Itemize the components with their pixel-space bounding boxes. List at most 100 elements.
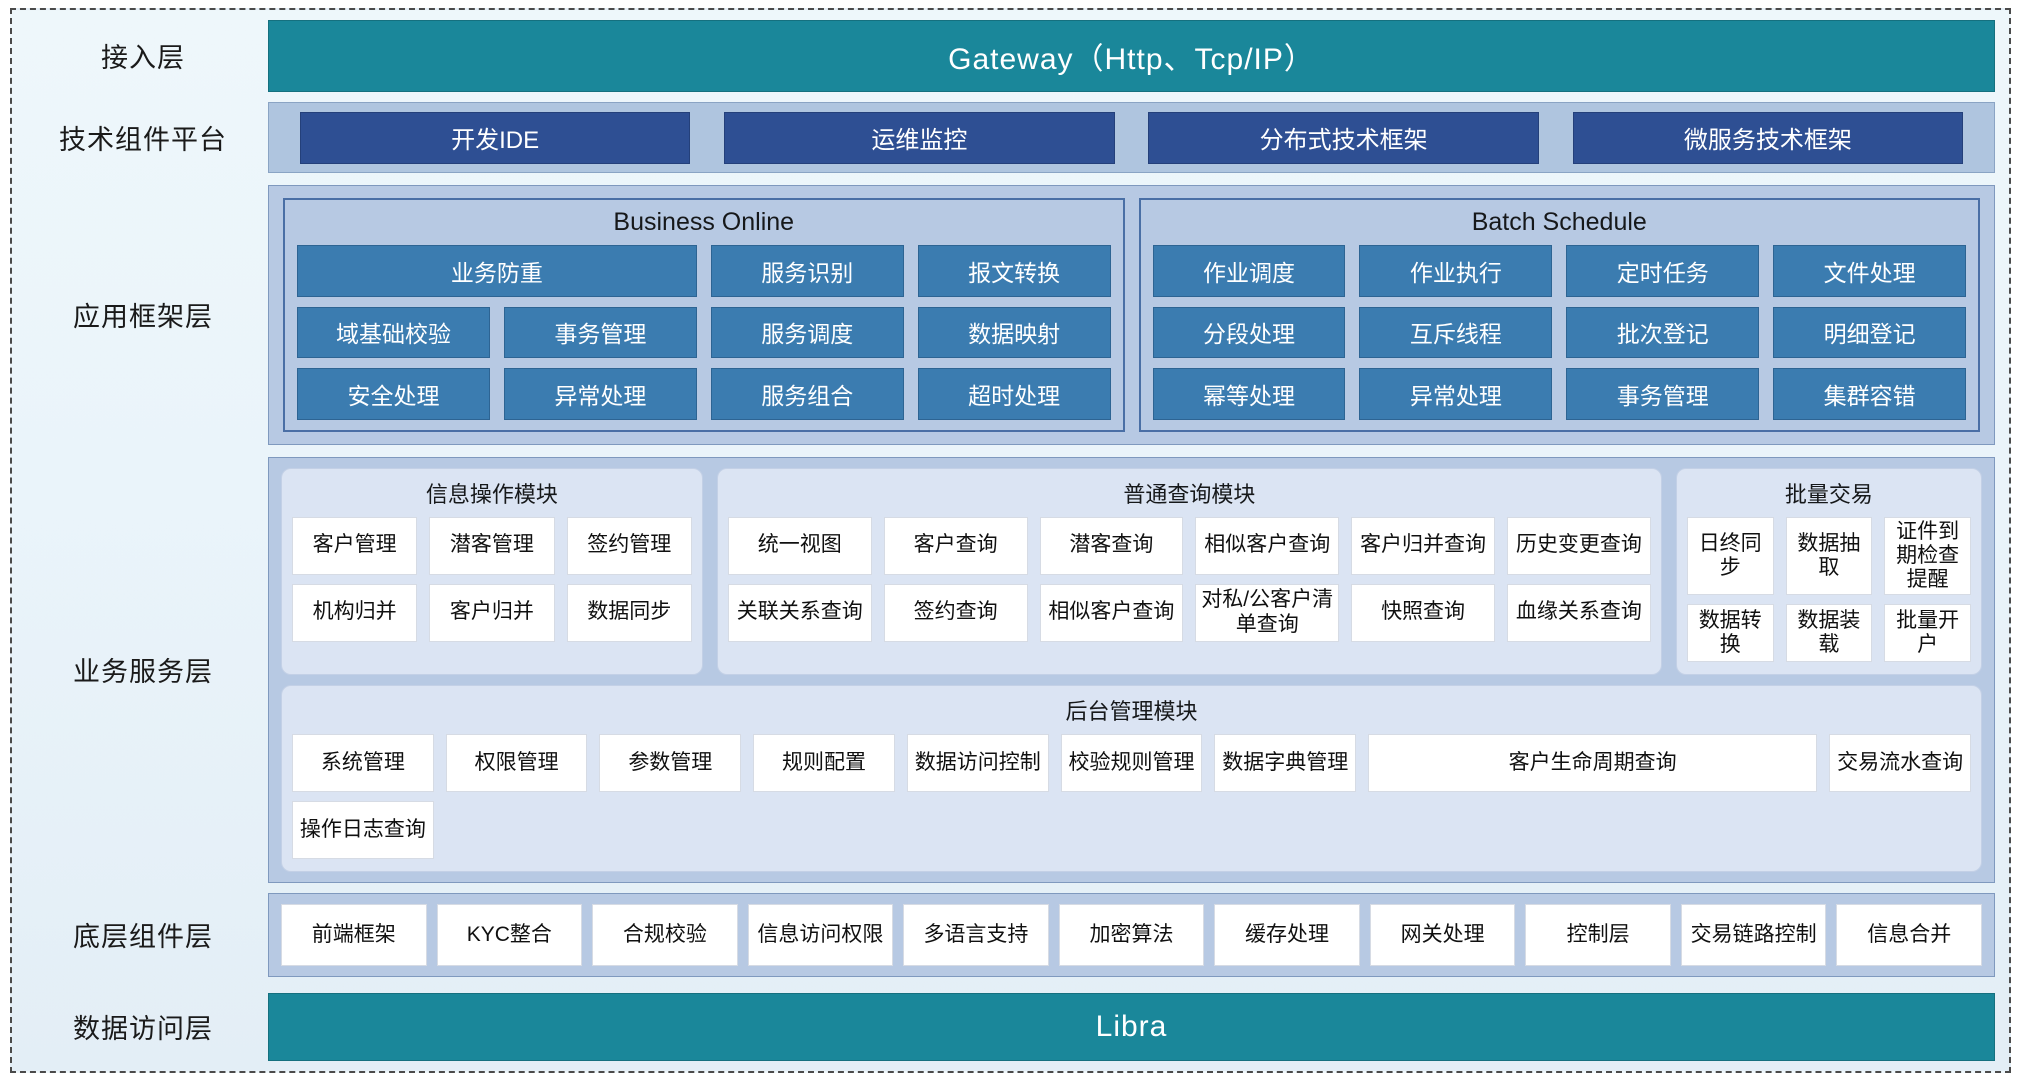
layer-body-app-framework: Business Online 业务防重 服务识别 报文转换 域基础校验 事务管… [268, 185, 1995, 445]
service-item[interactable]: 客户归并 [429, 583, 555, 642]
app-chip[interactable]: 数据映射 [917, 306, 1111, 359]
app-chip[interactable]: 服务识别 [710, 245, 904, 297]
layer-label-app-framework: 应用框架层 [73, 302, 213, 333]
service-item[interactable]: 血缘关系查询 [1506, 583, 1651, 642]
service-item[interactable]: 数据转换 [1686, 603, 1774, 662]
app-chip[interactable]: 异常处理 [503, 368, 697, 420]
base-component-item[interactable]: 控制层 [1525, 903, 1671, 966]
layer-body-base-components: 前端框架 KYC整合 合规校验 信息访问权限 多语言支持 加密算法 缓存处理 网… [268, 892, 1995, 977]
service-item[interactable]: 数据同步 [566, 583, 692, 642]
service-item[interactable]: 机构归并 [292, 583, 418, 642]
base-component-item[interactable]: 信息合并 [1836, 903, 1982, 966]
app-chip[interactable]: 服务调度 [710, 306, 904, 359]
admin-item[interactable]: 校验规则管理 [1060, 733, 1203, 792]
base-component-item[interactable]: 多语言支持 [903, 903, 1049, 966]
app-chip[interactable]: 服务组合 [710, 368, 904, 420]
service-item[interactable]: 对私/公客户清单查询 [1195, 583, 1340, 642]
module-backend-admin: 后台管理模块 系统管理 权限管理 参数管理 规则配置 数据访问控制 校验规则管理… [281, 684, 1982, 872]
app-chip[interactable]: 事务管理 [503, 306, 697, 359]
app-chip[interactable]: 文件处理 [1773, 245, 1966, 297]
service-item[interactable]: 潜客管理 [429, 516, 555, 575]
service-item[interactable]: 日终同步 [1686, 516, 1774, 595]
base-component-item[interactable]: 缓存处理 [1214, 903, 1360, 966]
app-chip[interactable]: 超时处理 [917, 368, 1111, 420]
layer-body-data-access: Libra [268, 992, 1995, 1061]
layer-label-access: 接入层 [101, 43, 185, 74]
tech-chip[interactable]: 微服务技术框架 [1572, 111, 1964, 164]
admin-item[interactable]: 权限管理 [445, 733, 588, 792]
admin-item[interactable]: 参数管理 [599, 733, 742, 792]
group-business-online: Business Online 业务防重 服务识别 报文转换 域基础校验 事务管… [283, 198, 1125, 432]
group-batch-schedule: Batch Schedule 作业调度 作业执行 定时任务 文件处理 分段处理 … [1138, 198, 1980, 432]
service-item[interactable]: 潜客查询 [1039, 516, 1184, 575]
layer-row-data-access: 数据访问层 Libra [18, 992, 1995, 1061]
service-item[interactable]: 数据装载 [1785, 603, 1873, 662]
admin-item[interactable]: 数据访问控制 [906, 733, 1049, 792]
service-item[interactable]: 相似客户查询 [1195, 516, 1340, 575]
module-items: 统一视图 客户查询 潜客查询 相似客户查询 客户归并查询 历史变更查询 关联关系… [727, 516, 1651, 642]
admin-item[interactable]: 规则配置 [753, 733, 895, 792]
chip-grid-batch-schedule: 作业调度 作业执行 定时任务 文件处理 分段处理 互斥线程 批次登记 明细登记 … [1152, 245, 1966, 420]
service-item[interactable]: 签约管理 [566, 516, 692, 575]
module-info-operation: 信息操作模块 客户管理 潜客管理 签约管理 机构归并 客户归并 数据同步 [281, 467, 703, 675]
layer-row-app-framework: 应用框架层 Business Online 业务防重 服务识别 报文转换 域基础… [18, 185, 1995, 445]
app-chip[interactable]: 作业调度 [1152, 245, 1346, 297]
app-chip[interactable]: 域基础校验 [297, 306, 490, 359]
app-chip[interactable]: 安全处理 [297, 368, 490, 420]
layer-label-business-service: 业务服务层 [73, 657, 213, 688]
service-item[interactable]: 客户查询 [883, 516, 1028, 575]
app-chip[interactable]: 定时任务 [1566, 245, 1760, 297]
layer-label-base-components: 底层组件层 [73, 922, 213, 953]
app-chip[interactable]: 批次登记 [1566, 306, 1760, 359]
app-chip[interactable]: 分段处理 [1152, 306, 1346, 359]
admin-item[interactable]: 交易流水查询 [1829, 733, 1971, 792]
base-component-item[interactable]: 信息访问权限 [747, 903, 894, 966]
tech-platform-panel: 开发IDE 运维监控 分布式技术框架 微服务技术框架 [268, 101, 1995, 174]
service-item[interactable]: 客户管理 [292, 516, 418, 575]
service-item[interactable]: 证件到期检查提醒 [1884, 516, 1971, 595]
tech-chip[interactable]: 运维监控 [724, 111, 1115, 164]
admin-item[interactable]: 数据字典管理 [1214, 733, 1357, 792]
base-component-item[interactable]: 前端框架 [281, 903, 427, 966]
module-title: 后台管理模块 [1065, 698, 1198, 724]
service-item[interactable]: 签约查询 [883, 583, 1028, 642]
base-component-item[interactable]: 合规校验 [592, 903, 738, 966]
service-item[interactable]: 数据抽取 [1785, 516, 1873, 595]
tech-chip[interactable]: 分布式技术框架 [1148, 111, 1539, 164]
app-chip[interactable]: 明细登记 [1773, 306, 1966, 359]
app-chip[interactable]: 报文转换 [917, 245, 1111, 297]
layer-body-business-service: 信息操作模块 客户管理 潜客管理 签约管理 机构归并 客户归并 数据同步 普通查… [268, 456, 1995, 883]
layer-row-base-components: 底层组件层 前端框架 KYC整合 合规校验 信息访问权限 多语言支持 加密算法 … [18, 892, 1995, 977]
app-chip[interactable]: 业务防重 [297, 245, 697, 297]
module-batch-transaction: 批量交易 日终同步 数据抽取 证件到期检查提醒 数据转换 数据装载 批量开户 [1675, 467, 1982, 675]
group-title: Business Online [613, 208, 795, 237]
service-item[interactable]: 客户归并查询 [1351, 516, 1495, 575]
app-chip[interactable]: 集群容错 [1773, 368, 1966, 420]
layer-body-tech-platform: 开发IDE 运维监控 分布式技术框架 微服务技术框架 [268, 101, 1995, 174]
admin-item[interactable]: 客户生命周期查询 [1368, 733, 1818, 792]
module-items: 客户管理 潜客管理 签约管理 机构归并 客户归并 数据同步 [292, 516, 692, 642]
service-item[interactable]: 批量开户 [1884, 603, 1971, 662]
group-title: Batch Schedule [1471, 208, 1647, 237]
base-component-item[interactable]: KYC整合 [436, 903, 583, 966]
diagram-frame: 接入层 Gateway（Http、Tcp/IP） 技术组件平台 开发IDE 运维… [10, 8, 2011, 1073]
app-chip[interactable]: 作业执行 [1359, 245, 1553, 297]
tech-chip[interactable]: 开发IDE [299, 111, 691, 164]
app-chip[interactable]: 异常处理 [1359, 368, 1553, 420]
base-component-item[interactable]: 网关处理 [1369, 903, 1516, 966]
app-chip[interactable]: 事务管理 [1566, 368, 1760, 420]
admin-item[interactable]: 操作日志查询 [292, 800, 434, 859]
admin-item[interactable]: 系统管理 [292, 733, 434, 792]
service-item[interactable]: 相似客户查询 [1039, 583, 1184, 642]
business-service-panel: 信息操作模块 客户管理 潜客管理 签约管理 机构归并 客户归并 数据同步 普通查… [268, 456, 1995, 883]
app-chip[interactable]: 幂等处理 [1152, 368, 1346, 420]
app-chip[interactable]: 互斥线程 [1359, 306, 1553, 359]
service-item[interactable]: 快照查询 [1351, 583, 1495, 642]
module-common-query: 普通查询模块 统一视图 客户查询 潜客查询 相似客户查询 客户归并查询 历史变更… [716, 467, 1662, 675]
service-item[interactable]: 历史变更查询 [1506, 516, 1651, 575]
service-item[interactable]: 统一视图 [727, 516, 872, 575]
business-modules-row: 信息操作模块 客户管理 潜客管理 签约管理 机构归并 客户归并 数据同步 普通查… [281, 467, 1982, 675]
service-item[interactable]: 关联关系查询 [727, 583, 872, 642]
base-component-item[interactable]: 交易链路控制 [1680, 903, 1827, 966]
base-component-item[interactable]: 加密算法 [1058, 903, 1205, 966]
